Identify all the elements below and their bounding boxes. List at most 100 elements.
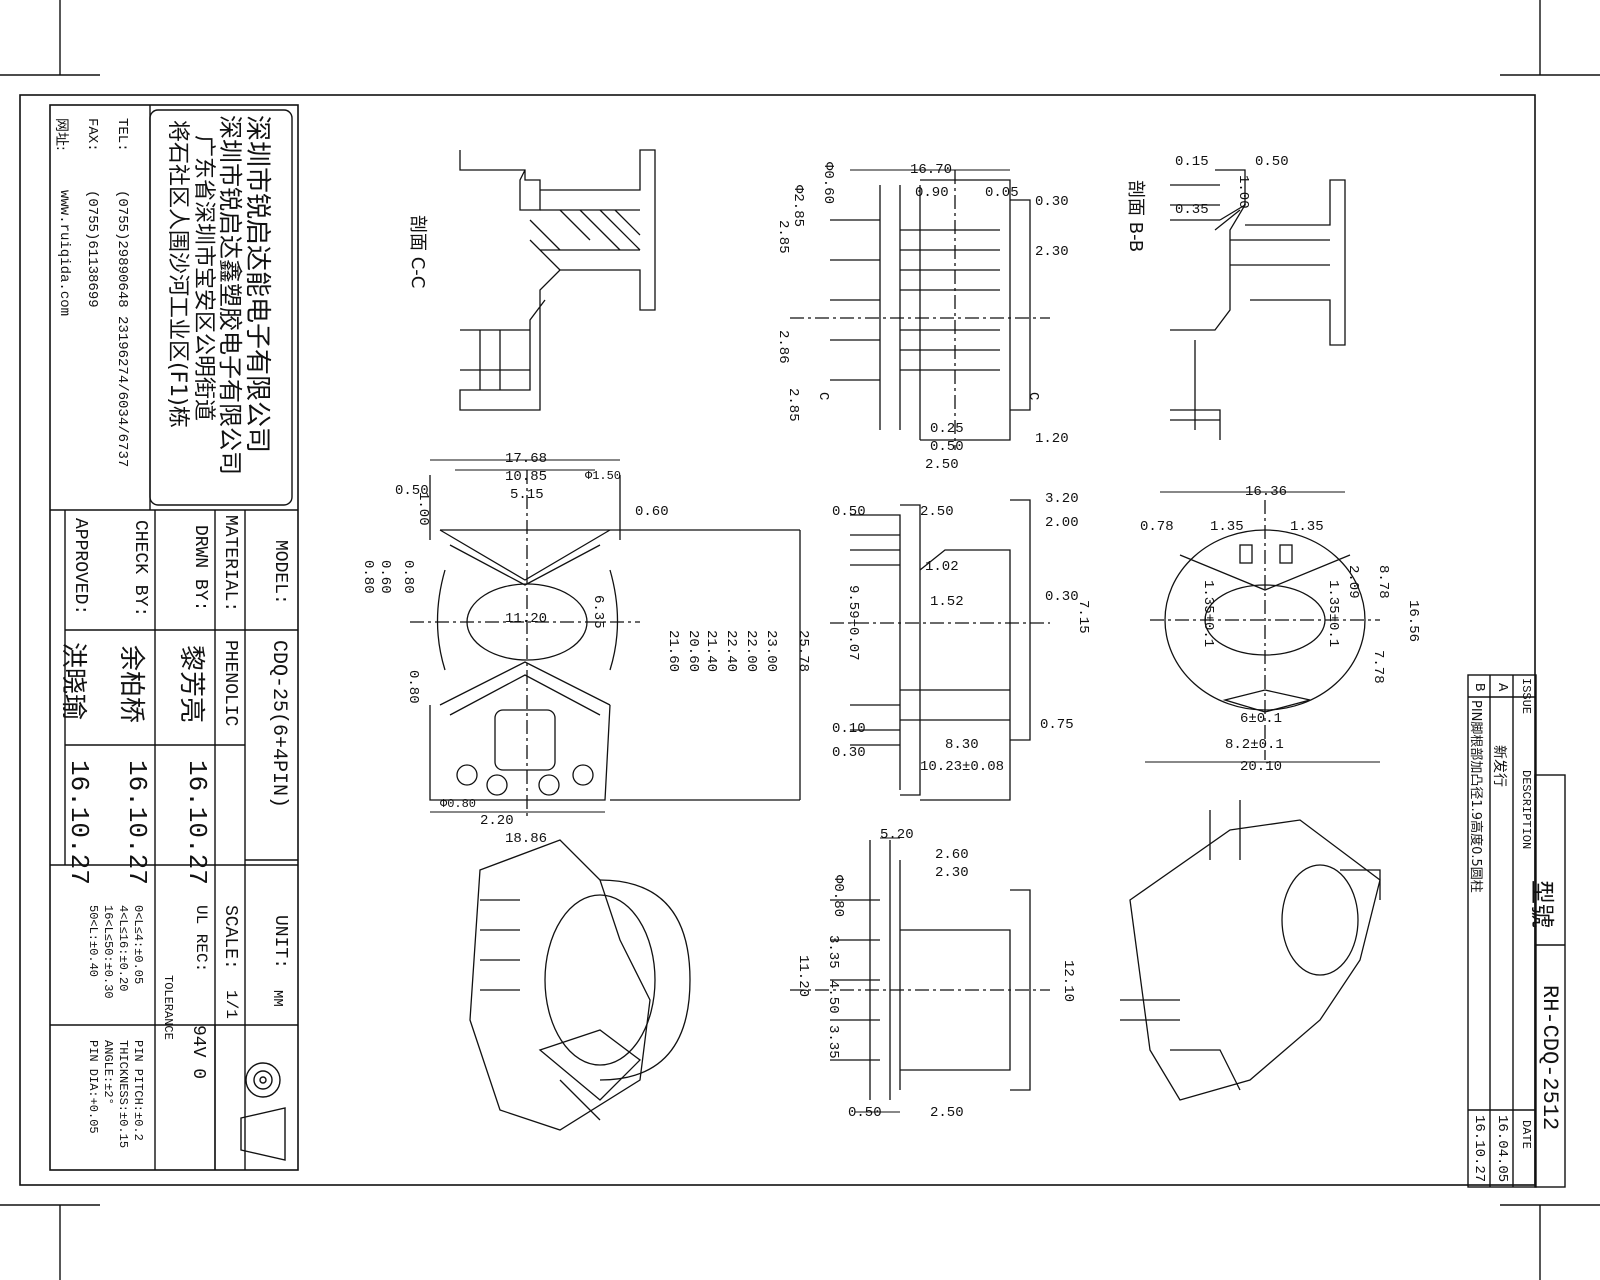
dim-label: 1.35: [1290, 519, 1324, 535]
dim-label: 1.35: [1210, 519, 1244, 535]
part-value: RH-CDQ-2512: [1537, 985, 1562, 1131]
dim-label: 1.00: [1235, 175, 1251, 209]
model-label: MODEL:: [270, 540, 290, 605]
dim-label: 9.59+0.07: [845, 585, 861, 661]
dim-label: 10.23±0.08: [920, 759, 1005, 775]
dim-label: 12.10: [1060, 960, 1076, 1003]
dim-label: 2.30: [935, 865, 969, 881]
rev-b-desc: PIN脚根部加凸径1.9高度0.5圆柱: [1468, 700, 1483, 893]
approved-label: APPROVED:: [70, 518, 90, 616]
tolerance-right-3: ANGLE:±2°: [101, 1040, 115, 1105]
tel-label: TEL:: [114, 118, 130, 152]
dim-label: 6±0.1: [1240, 711, 1283, 727]
material-label: MATERIAL:: [220, 515, 240, 613]
dim-label: 0.90: [915, 185, 949, 201]
tolerance-line-4: 50<L:±0.40: [86, 905, 100, 978]
tolerance-line-2: 4<L≤16:±0.20: [116, 905, 130, 992]
dim-label: 2.20: [480, 813, 514, 829]
dim-label: 16.36: [1245, 484, 1288, 500]
dim-label: 0.80: [400, 560, 416, 594]
material-value: PHENOLIC: [220, 640, 240, 727]
dim-label: 21.40: [703, 630, 719, 673]
drwn-date: 16.10.27: [182, 760, 212, 885]
dim-label: 2.09: [1345, 565, 1361, 599]
dim-label: 1.35±0.1: [1200, 580, 1216, 648]
top-side-view: [790, 170, 1050, 450]
dim-label: 0.80: [405, 670, 421, 704]
part-label: 型號: [1528, 880, 1556, 928]
dim-label: 0.50: [1255, 154, 1289, 170]
tolerance-right-1: PIN PITCH:±0.2: [131, 1040, 145, 1141]
dim-label: 2.00: [1045, 515, 1079, 531]
dim-label: 0.50: [832, 504, 866, 520]
dim-label: 0.50: [930, 439, 964, 455]
dim-label: 23.00: [763, 630, 779, 673]
dim-label: 7.78: [1370, 650, 1386, 684]
dim-label: 0.75: [1040, 717, 1074, 733]
drwn-value: 黎芳亮: [176, 645, 206, 724]
dim-label: 0.30: [1035, 194, 1069, 210]
dim-label: 1.52: [930, 594, 964, 610]
rev-b-issue: B: [1471, 683, 1487, 692]
dim-label: Φ2.85: [790, 185, 806, 228]
check-date: 16.10.27: [122, 760, 152, 885]
dim-label: 3.35: [825, 935, 841, 969]
dim-label: 2.30: [1035, 244, 1069, 260]
dim-label: 0.78: [1140, 519, 1174, 535]
dim-label: 25.78: [795, 630, 811, 673]
section-cc-label: 剖面 C-C: [407, 215, 428, 289]
web-value: www.ruiqida.com: [56, 190, 72, 317]
tolerance-right-4: PIN DIA:+0.05: [86, 1040, 100, 1134]
rev-a-date: 16.04.05: [1494, 1115, 1510, 1183]
dim-label: Φ0.80: [440, 797, 477, 811]
tolerance-line-1: 0<L≤4:±0.05: [131, 905, 145, 985]
approved-date: 16.10.27: [64, 760, 94, 885]
dim-label: 11.20: [505, 611, 548, 627]
dim-label: 2.86: [775, 330, 791, 364]
bottom-side-view: [790, 840, 1050, 1100]
dim-label: 3.20: [1045, 491, 1079, 507]
check-label: CHECK BY:: [130, 520, 150, 618]
col-desc: DESCRIPTION: [1519, 770, 1533, 850]
tel-value: (0755)29890648 23196274/6034/6737: [114, 190, 130, 468]
dim-label: 1.20: [1035, 431, 1069, 447]
dim-label: 20.10: [1240, 759, 1283, 775]
dim-label: 0.50: [395, 483, 429, 499]
dim-label: 5.20: [880, 827, 914, 843]
unit-label: UNIT:: [270, 915, 290, 970]
approved-value: 洪晓瑜: [58, 642, 88, 721]
web-label: 网址:: [53, 118, 69, 151]
dim-label: 10.85: [505, 469, 548, 485]
dim-label: 5.15: [510, 487, 544, 503]
tolerance-line-3: 16<L≤50:±0.30: [101, 905, 115, 999]
dim-label: 17.68: [505, 451, 548, 467]
bottom-right-view: [1150, 500, 1380, 760]
dim-label: 0.60: [377, 560, 393, 594]
dim-label: 2.60: [935, 847, 969, 863]
dim-label: 1.35±0.1: [1325, 580, 1341, 648]
section-bb-label: 剖面 B-B: [1125, 180, 1146, 253]
dim-label: 6.35: [590, 595, 606, 629]
dim-label: 0.05: [985, 185, 1019, 201]
dim-label: 21.60: [665, 630, 681, 673]
dim-label: Φ0.80: [830, 875, 846, 918]
isometric-view-right: [1120, 800, 1381, 1101]
dim-label: C: [1025, 392, 1041, 401]
tolerance-right-2: THICKNESS:±0.15: [116, 1040, 130, 1149]
dim-label: C: [815, 392, 831, 401]
dim-label: 22.00: [743, 630, 759, 673]
dim-label: 7.15: [1075, 600, 1091, 634]
fax-value: (0755)61138699: [84, 190, 100, 308]
company-address-line2: 将石社区人围沙河工业区(F1)栋: [165, 120, 190, 428]
dim-label: 22.40: [723, 630, 739, 673]
dim-label: 0.35: [1175, 202, 1209, 218]
dim-label: 2.85: [775, 220, 791, 254]
dim-label: 2.50: [930, 1105, 964, 1121]
dim-label: 1.02: [925, 559, 959, 575]
dim-label: Φ0.60: [820, 162, 836, 205]
dim-label: 8.78: [1375, 565, 1391, 599]
section-cc-view: [459, 149, 656, 411]
drwn-label: DRWN BY:: [190, 525, 210, 612]
scale-value: 1/1: [222, 990, 240, 1019]
